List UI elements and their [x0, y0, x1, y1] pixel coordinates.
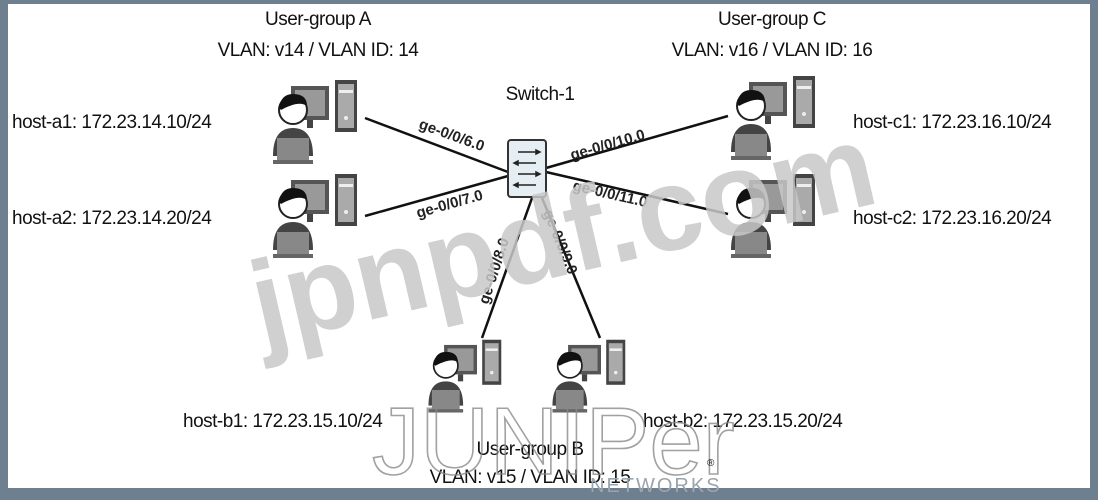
- group-b-vlan: VLAN: v15 / VLAN ID: 15: [430, 467, 631, 488]
- host-b1-label: host-b1: 172.23.15.10/24: [183, 411, 383, 432]
- diagram-canvas: [8, 4, 1090, 488]
- link-b1: [480, 197, 534, 339]
- links: [364, 114, 729, 339]
- link-c1: [545, 114, 729, 170]
- link-c2: [545, 170, 729, 216]
- link-b2: [540, 197, 602, 339]
- host-a2-label: host-a2: 172.23.14.20/24: [12, 208, 212, 229]
- switch-label: Switch-1: [506, 84, 575, 105]
- juniper-logo-subtext: NETWORKS: [590, 475, 722, 497]
- juniper-registered-mark: ®: [707, 458, 715, 469]
- juniper-logo-watermark: JUNIPer NETWORKS ®: [371, 387, 735, 497]
- host-c1-label: host-c1: 172.23.16.10/24: [853, 112, 1052, 133]
- switch-icon[interactable]: [507, 139, 547, 198]
- group-a-vlan: VLAN: v14 / VLAN ID: 14: [218, 40, 420, 61]
- group-a-name: User-group A: [265, 9, 372, 30]
- juniper-logo-text: JUNIPer: [372, 388, 735, 495]
- link-a2: [364, 174, 509, 218]
- link-a1: [364, 116, 509, 174]
- host-b2-label: host-b2: 172.23.15.20/24: [643, 411, 843, 432]
- host-a1-label: host-a1: 172.23.14.10/24: [12, 112, 212, 133]
- host-c2-label: host-c2: 172.23.16.20/24: [853, 208, 1052, 229]
- group-b-name: User-group B: [477, 439, 584, 460]
- group-c-name: User-group C: [718, 9, 826, 30]
- group-c-vlan: VLAN: v16 / VLAN ID: 16: [672, 40, 873, 61]
